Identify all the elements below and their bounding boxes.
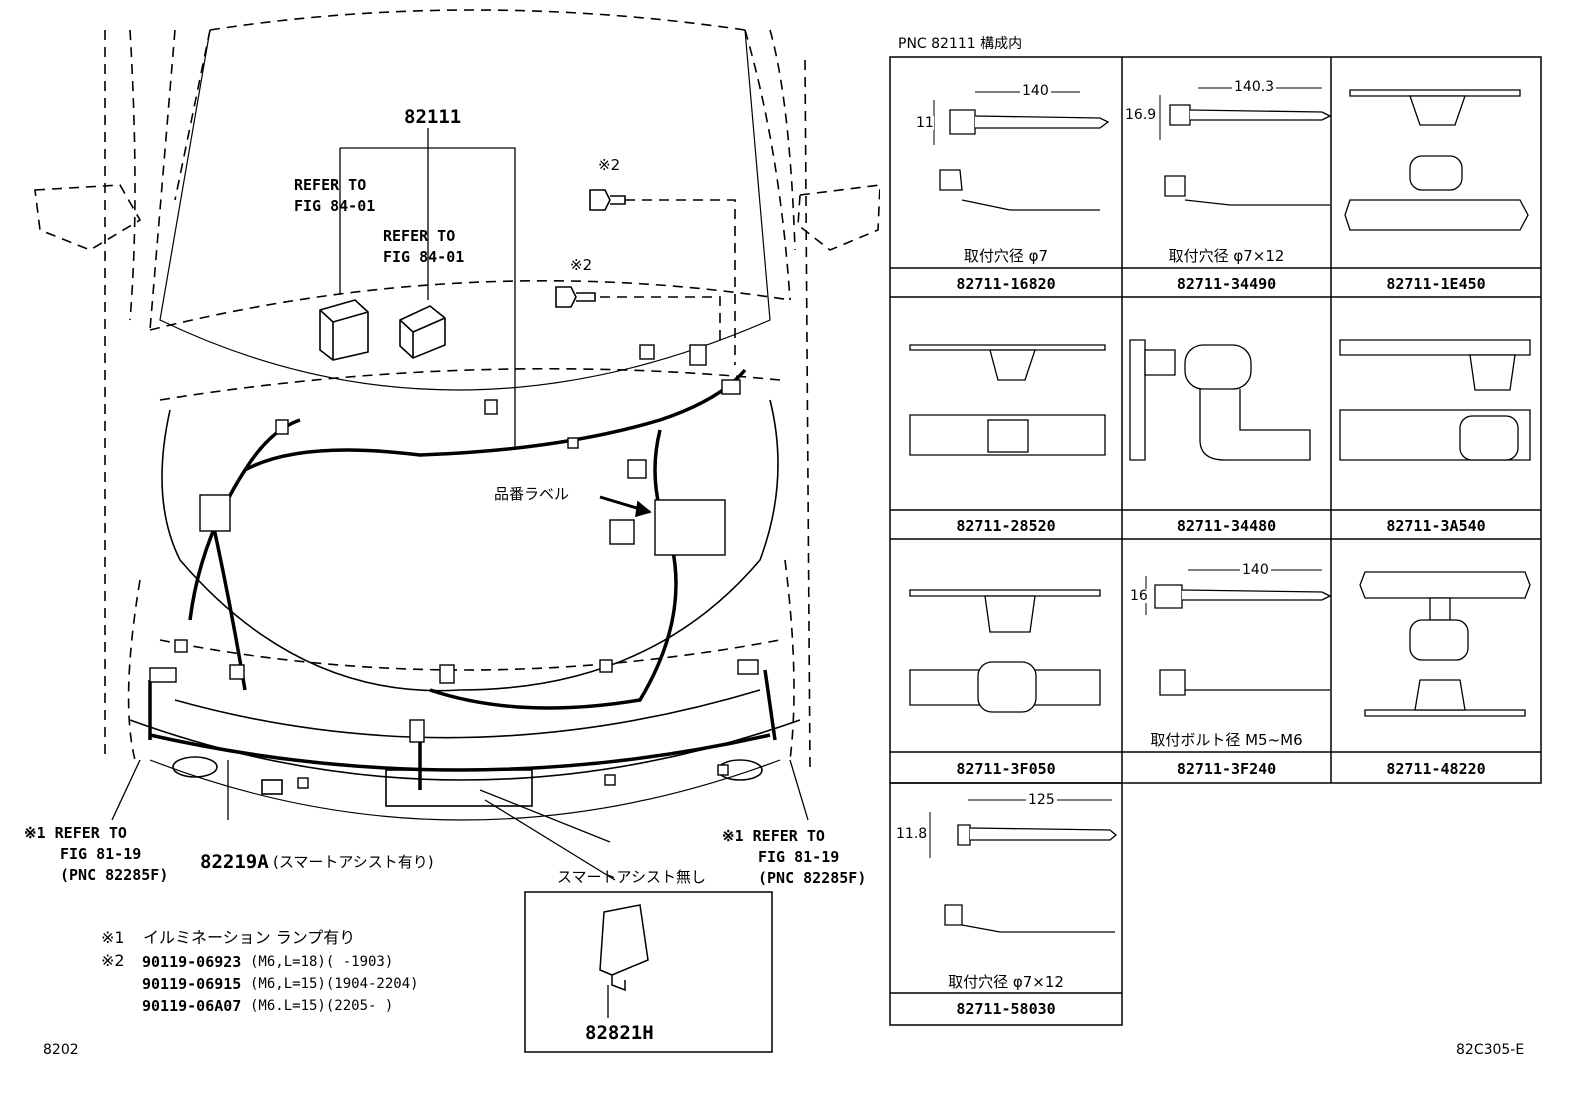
clip-part-82711-58030[interactable]: 82711-58030 xyxy=(956,1000,1056,1018)
cell2-dim-length: 140.3 xyxy=(1232,79,1277,95)
clip-part-82711-3F050[interactable]: 82711-3F050 xyxy=(956,760,1056,778)
figure-code: 82C305-E xyxy=(1456,1042,1525,1058)
refer-right-line1[interactable]: ※1 REFER TO xyxy=(722,827,825,845)
smart-assist-box-title: スマートアシスト無し xyxy=(557,868,706,886)
bolt-mark-upper: ※2 xyxy=(598,156,621,174)
note1-mark: ※1 xyxy=(101,928,125,947)
note2-bolt-spec-1: (M6,L=18)( -1903) xyxy=(250,954,394,970)
front-harness-part-number[interactable]: 82219A xyxy=(200,851,269,873)
cell1-install-note: 取付穴径 φ7 xyxy=(963,247,1049,265)
refer-left-line2[interactable]: FIG 81-19 xyxy=(60,845,142,863)
front-harness-note: (スマートアシスト有り) xyxy=(273,853,434,871)
refer-right-line3[interactable]: (PNC 82285F) xyxy=(758,869,867,887)
clip-part-82711-48220[interactable]: 82711-48220 xyxy=(1386,760,1486,778)
table-title: PNC 82111 構成内 xyxy=(898,36,1023,52)
refer-left-line1[interactable]: ※1 REFER TO xyxy=(24,824,127,842)
note2-mark: ※2 xyxy=(101,951,125,970)
cell10-dim-height: 11.8 xyxy=(896,826,928,842)
part-label-tag: 品番ラベル xyxy=(494,485,570,503)
note1-text: イルミネーション ランプ有り xyxy=(143,928,356,947)
note2-bolt-part-3[interactable]: 90119-06A07 xyxy=(142,997,242,1015)
cell10-install-note: 取付穴径 φ7×12 xyxy=(948,973,1064,991)
refer-b-line2[interactable]: FIG 84-01 xyxy=(383,248,465,266)
cell1-dim-length: 140 xyxy=(1020,83,1051,99)
smart-assist-box-part[interactable]: 82821H xyxy=(585,1022,654,1044)
clip-part-82711-16820[interactable]: 82711-16820 xyxy=(956,275,1056,293)
cell2-install-note: 取付穴径 φ7×12 xyxy=(1168,247,1285,265)
harness-part-number[interactable]: 82111 xyxy=(404,106,462,128)
vehicle-illustration xyxy=(34,9,880,1053)
cell8-dim-length: 140 xyxy=(1240,562,1271,578)
refer-a-line1[interactable]: REFER TO xyxy=(294,176,367,194)
cell10-dim-length: 125 xyxy=(1026,792,1057,808)
note2-bolt-spec-2: (M6,L=15)(1904-2204) xyxy=(250,976,419,992)
page-code: 8202 xyxy=(43,1042,79,1058)
clip-part-82711-28520[interactable]: 82711-28520 xyxy=(956,517,1056,535)
clip-part-82711-34490[interactable]: 82711-34490 xyxy=(1176,275,1277,293)
refer-a-line2[interactable]: FIG 84-01 xyxy=(294,197,376,215)
refer-b-line1[interactable]: REFER TO xyxy=(383,227,456,245)
cell2-dim-height: 16.9 xyxy=(1125,107,1157,123)
note2-bolt-spec-3: (M6.L=15)(2205- ) xyxy=(250,998,394,1014)
refer-left-line3[interactable]: (PNC 82285F) xyxy=(60,866,169,884)
note2-bolt-part-2[interactable]: 90119-06915 xyxy=(142,975,242,993)
cell8-dim-height: 16 xyxy=(1130,588,1148,604)
clip-part-82711-3A540[interactable]: 82711-3A540 xyxy=(1386,517,1486,535)
note2-bolt-part-1[interactable]: 90119-06923 xyxy=(142,953,242,971)
clip-part-82711-3F240[interactable]: 82711-3F240 xyxy=(1176,760,1277,778)
cell1-dim-height: 11 xyxy=(916,115,934,131)
clip-part-82711-1E450[interactable]: 82711-1E450 xyxy=(1386,275,1486,293)
cell8-install-note: 取付ボルト径 M5~M6 xyxy=(1150,731,1303,749)
clip-part-82711-34480[interactable]: 82711-34480 xyxy=(1176,517,1277,535)
bolt-mark-lower: ※2 xyxy=(570,256,593,274)
refer-right-line2[interactable]: FIG 81-19 xyxy=(758,848,840,866)
